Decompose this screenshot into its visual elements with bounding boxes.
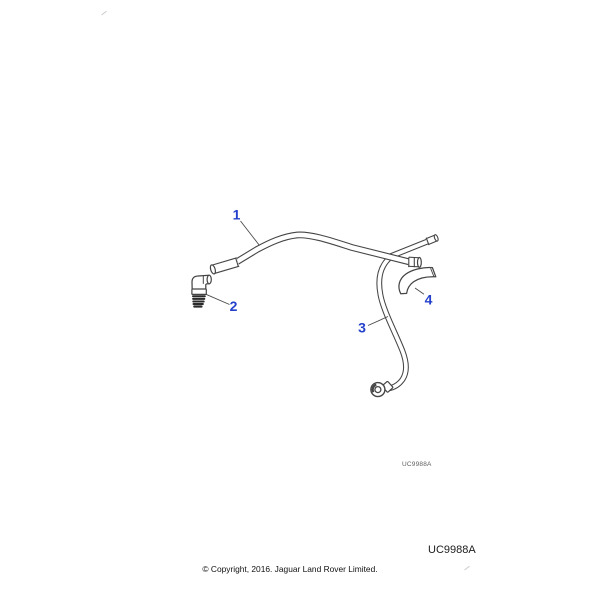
tube-sleeve xyxy=(209,257,240,275)
leader-line-1 xyxy=(240,220,260,246)
banjo-ring-inner xyxy=(374,385,382,394)
callout-3: 3 xyxy=(358,320,366,336)
tube-end-collar xyxy=(408,256,422,268)
leader-line-4 xyxy=(414,287,425,295)
registration-tick-bottom-right xyxy=(464,565,470,571)
elbow-port-opening xyxy=(206,274,212,285)
elbow-hex-collar xyxy=(191,288,207,296)
part-1-tube xyxy=(209,231,422,275)
part-2-elbow-connector xyxy=(191,274,212,308)
part-4-elbow-hose xyxy=(398,266,437,295)
copyright-text: © Copyright, 2016. Jaguar Land Rover Lim… xyxy=(202,564,378,574)
leader-line-2 xyxy=(205,293,230,305)
registration-tick-top-left xyxy=(101,10,107,16)
part-3-hose xyxy=(370,256,409,398)
diagram-code-small: UC9988A xyxy=(402,461,432,468)
callout-2: 2 xyxy=(230,298,238,314)
callout-1: 1 xyxy=(233,207,241,223)
leader-lines xyxy=(205,220,425,326)
part-1-branch-pipe xyxy=(388,234,439,260)
drawing-number: UC9988A xyxy=(428,544,476,556)
callout-4: 4 xyxy=(425,292,433,308)
elbow-threads xyxy=(192,295,206,308)
leader-line-3 xyxy=(367,316,389,326)
